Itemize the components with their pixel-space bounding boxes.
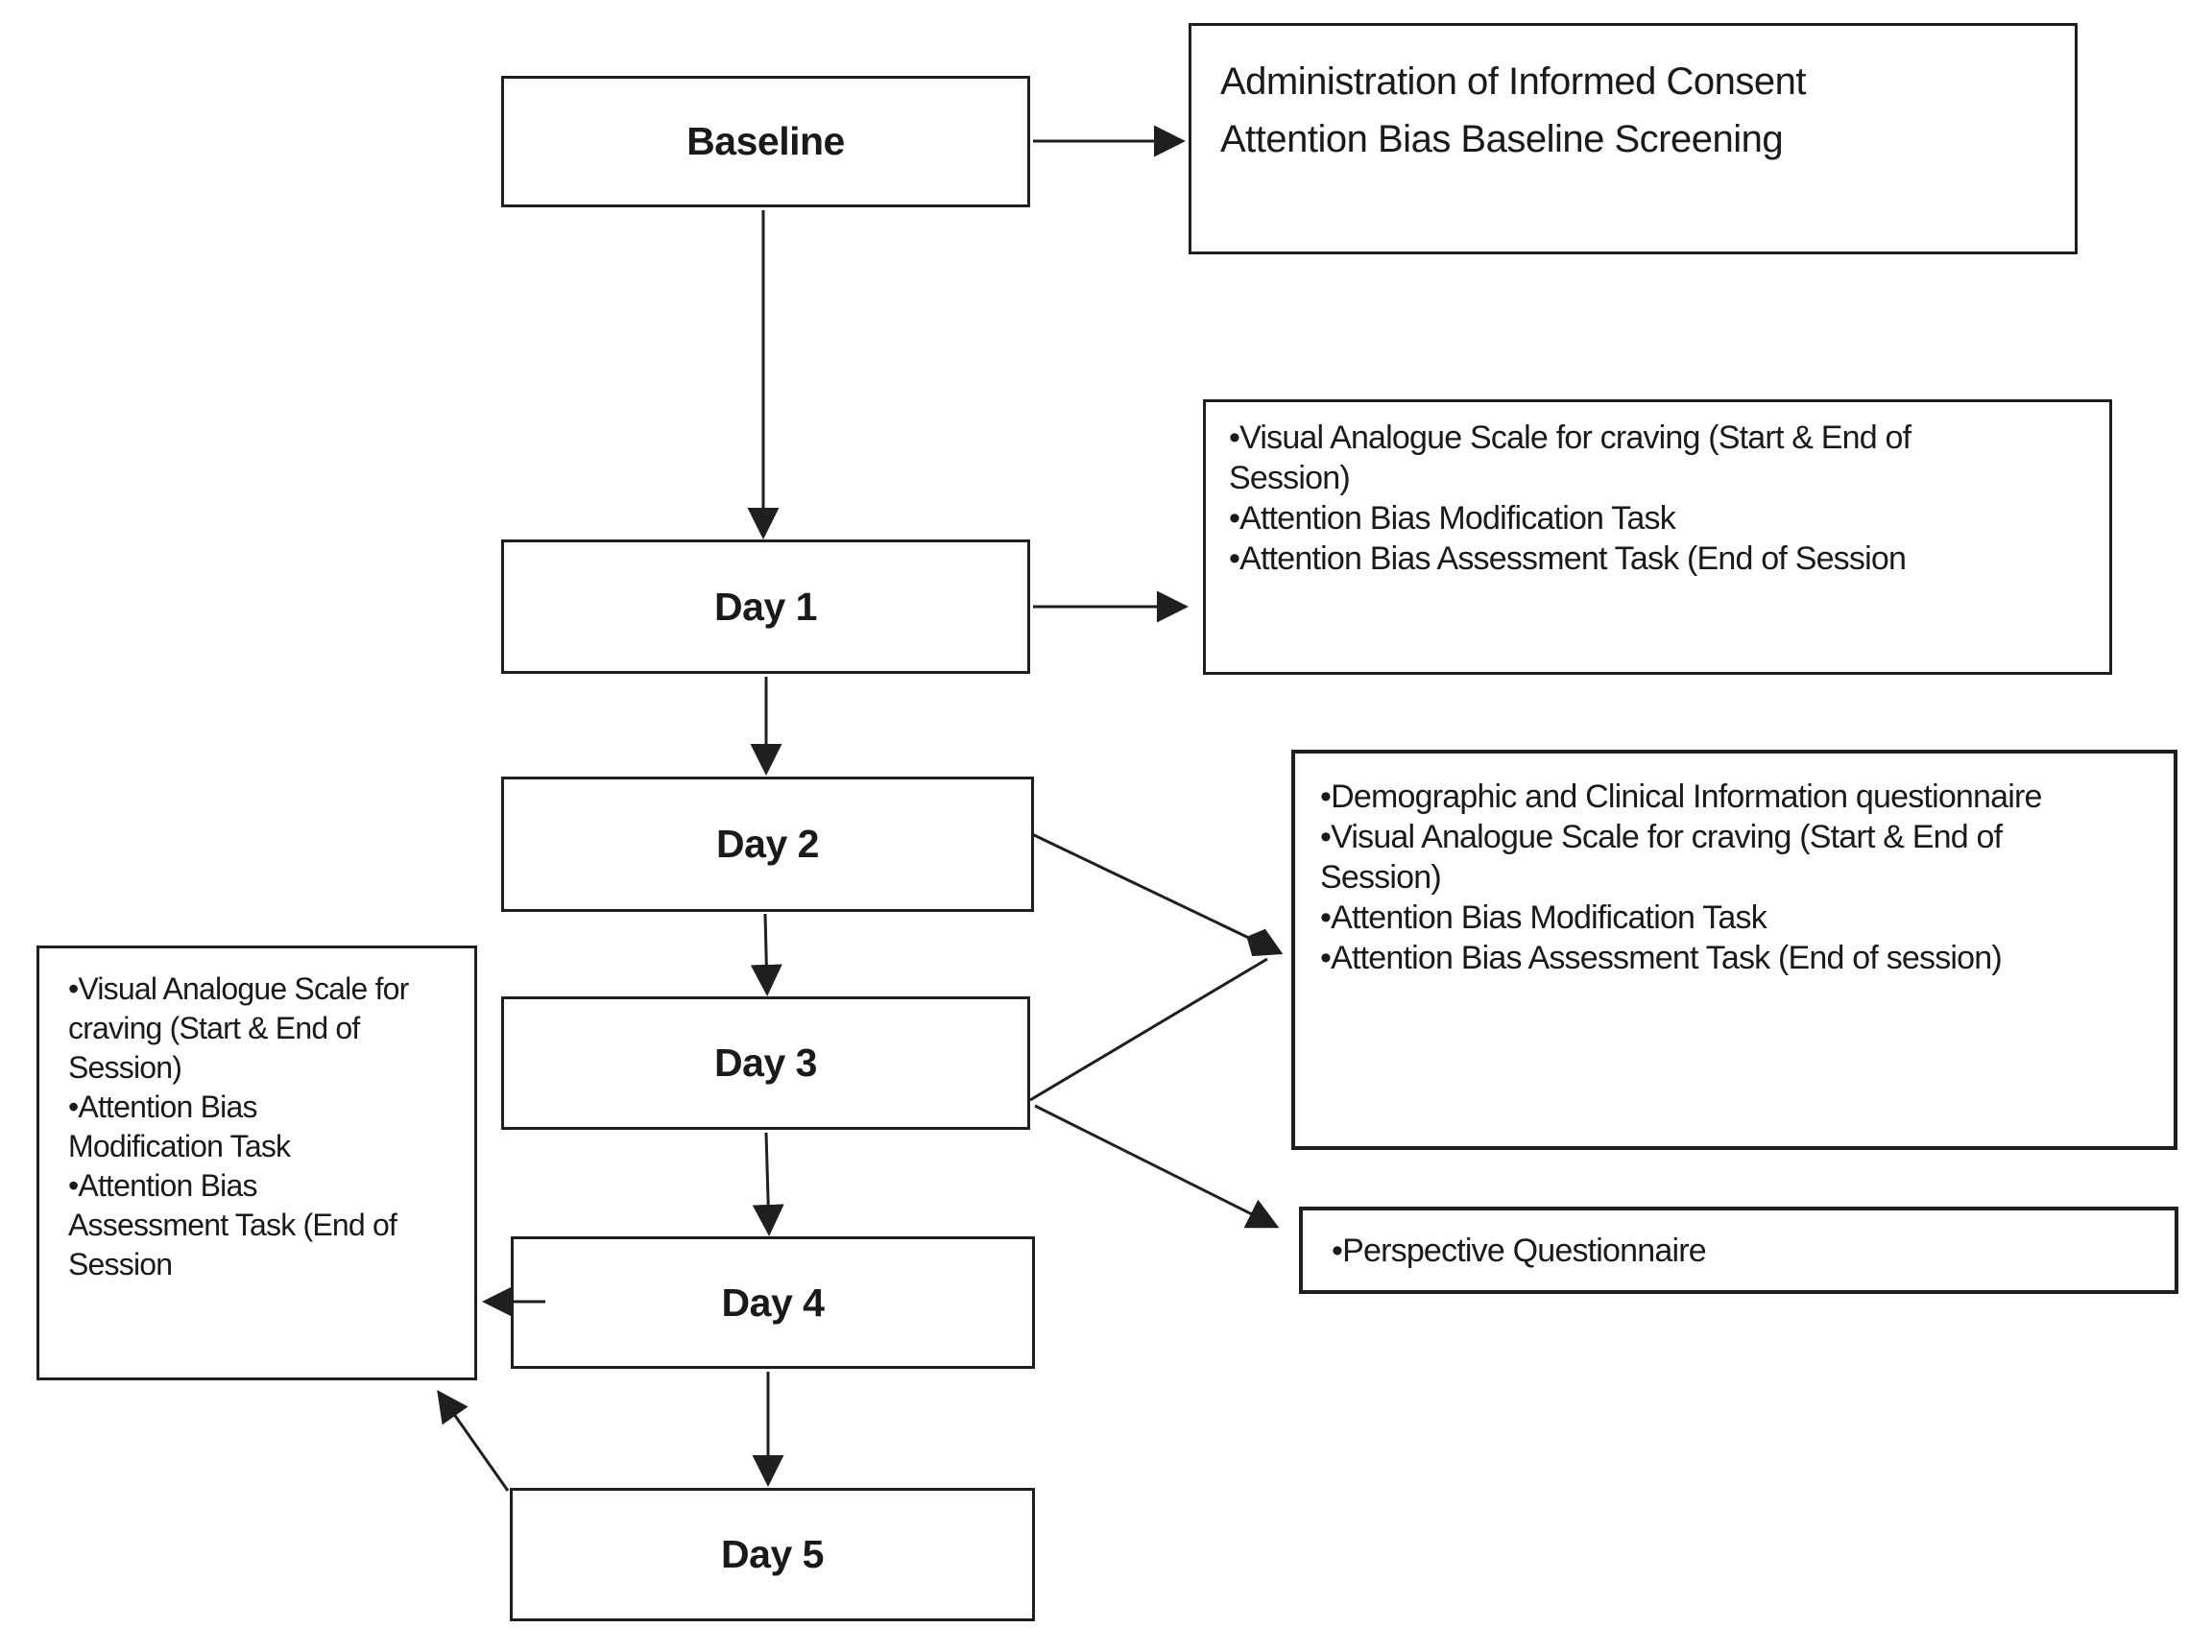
day2-day3-tasks-note: •Demographic and Clinical Information qu… bbox=[1291, 750, 2177, 1150]
arrow-day2-to-day23-tasks bbox=[1031, 832, 1284, 957]
day-3-label: Day 3 bbox=[714, 1041, 817, 1085]
text-line: Modification Task bbox=[68, 1129, 291, 1163]
day1-tasks-note: •Visual Analogue Scale for craving (Star… bbox=[1203, 399, 2112, 675]
day4-day5-tasks-note: •Visual Analogue Scale for craving (Start… bbox=[36, 946, 477, 1380]
arrow-day3-to-day23-tasks bbox=[1029, 957, 1268, 1102]
text-line: •Visual Analogue Scale for bbox=[68, 971, 409, 1006]
text-line: •Attention Bias bbox=[68, 1168, 257, 1203]
day-4-node: Day 4 bbox=[511, 1236, 1035, 1369]
text-line: •Attention Bias Assessment Task (End of … bbox=[1320, 940, 2003, 976]
day-5-node: Day 5 bbox=[510, 1488, 1035, 1621]
baseline-node: Baseline bbox=[501, 76, 1030, 207]
day-4-label: Day 4 bbox=[721, 1280, 825, 1325]
text-line: Session) bbox=[68, 1050, 182, 1085]
text-line: craving (Start & End of bbox=[68, 1011, 360, 1045]
arrow-day3-to-day4 bbox=[752, 1132, 784, 1236]
text-line: •Attention Bias Modification Task bbox=[1229, 500, 1676, 537]
perspective-note: •Perspective Questionnaire bbox=[1299, 1207, 2178, 1294]
arrow-day2-to-day3 bbox=[750, 913, 782, 996]
text-line: Assessment Task (End of bbox=[68, 1208, 397, 1242]
day-1-node: Day 1 bbox=[501, 539, 1030, 674]
text-line: •Attention Bias Assessment Task (End of … bbox=[1229, 540, 1907, 577]
day-1-label: Day 1 bbox=[714, 584, 817, 629]
text-line: •Perspective Questionnaire bbox=[1332, 1232, 1707, 1269]
arrow-day3-to-perspective bbox=[1034, 1104, 1280, 1229]
text-line: •Attention Bias bbox=[68, 1089, 257, 1124]
day-2-node: Day 2 bbox=[501, 777, 1034, 912]
text-line: Session) bbox=[1320, 859, 1442, 896]
text-line: •Demographic and Clinical Information qu… bbox=[1320, 778, 2042, 815]
text-line: Session) bbox=[1229, 460, 1351, 496]
day-3-node: Day 3 bbox=[501, 996, 1030, 1130]
day-5-label: Day 5 bbox=[721, 1532, 824, 1576]
text-line: Attention Bias Baseline Screening bbox=[1220, 118, 1784, 160]
text-line: Session bbox=[68, 1247, 173, 1281]
text-line: Administration of Informed Consent bbox=[1220, 60, 1806, 103]
text-line: •Visual Analogue Scale for craving (Star… bbox=[1320, 819, 2003, 855]
baseline-label: Baseline bbox=[686, 119, 845, 163]
text-line: •Visual Analogue Scale for craving (Star… bbox=[1229, 419, 1911, 456]
text-line: •Attention Bias Modification Task bbox=[1320, 899, 1767, 936]
day-2-label: Day 2 bbox=[716, 822, 819, 866]
arrow-day5-to-day45-tasks bbox=[437, 1389, 510, 1492]
